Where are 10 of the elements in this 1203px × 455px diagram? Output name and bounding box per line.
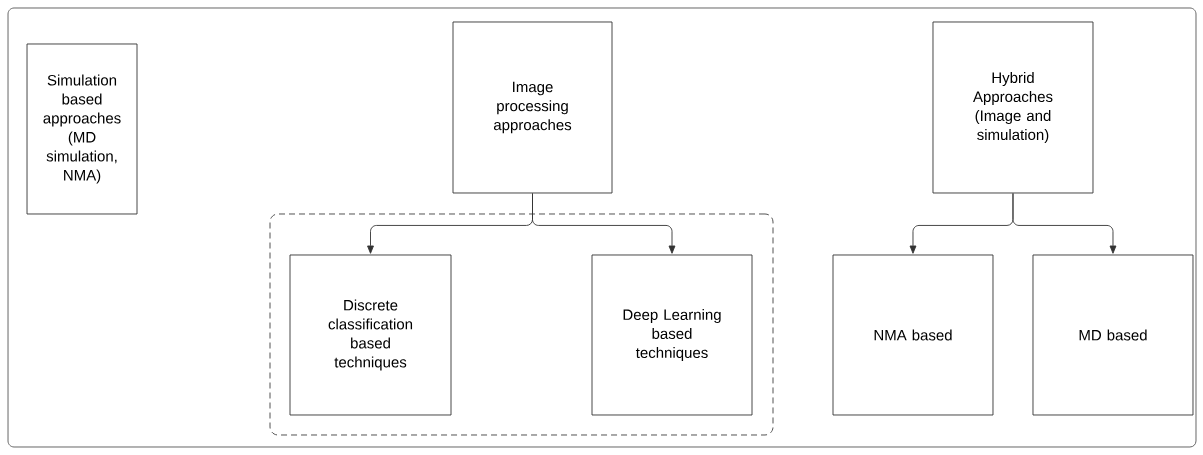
process-box: MD based xyxy=(1032,254,1194,416)
arrow xyxy=(532,193,676,254)
process-box: Deep Learning based techniques xyxy=(591,254,753,416)
process-box: Simulation based approaches (MD simulation, NMA) xyxy=(26,43,138,215)
process-box: Discrete classification based techniques xyxy=(289,254,452,416)
group-frame xyxy=(269,213,774,436)
process-box: Hybrid Approaches (Image and simulation) xyxy=(932,21,1094,194)
arrow xyxy=(1012,193,1117,254)
process-box: NMA based xyxy=(832,254,994,416)
process-box: Image processing approaches xyxy=(452,21,613,194)
